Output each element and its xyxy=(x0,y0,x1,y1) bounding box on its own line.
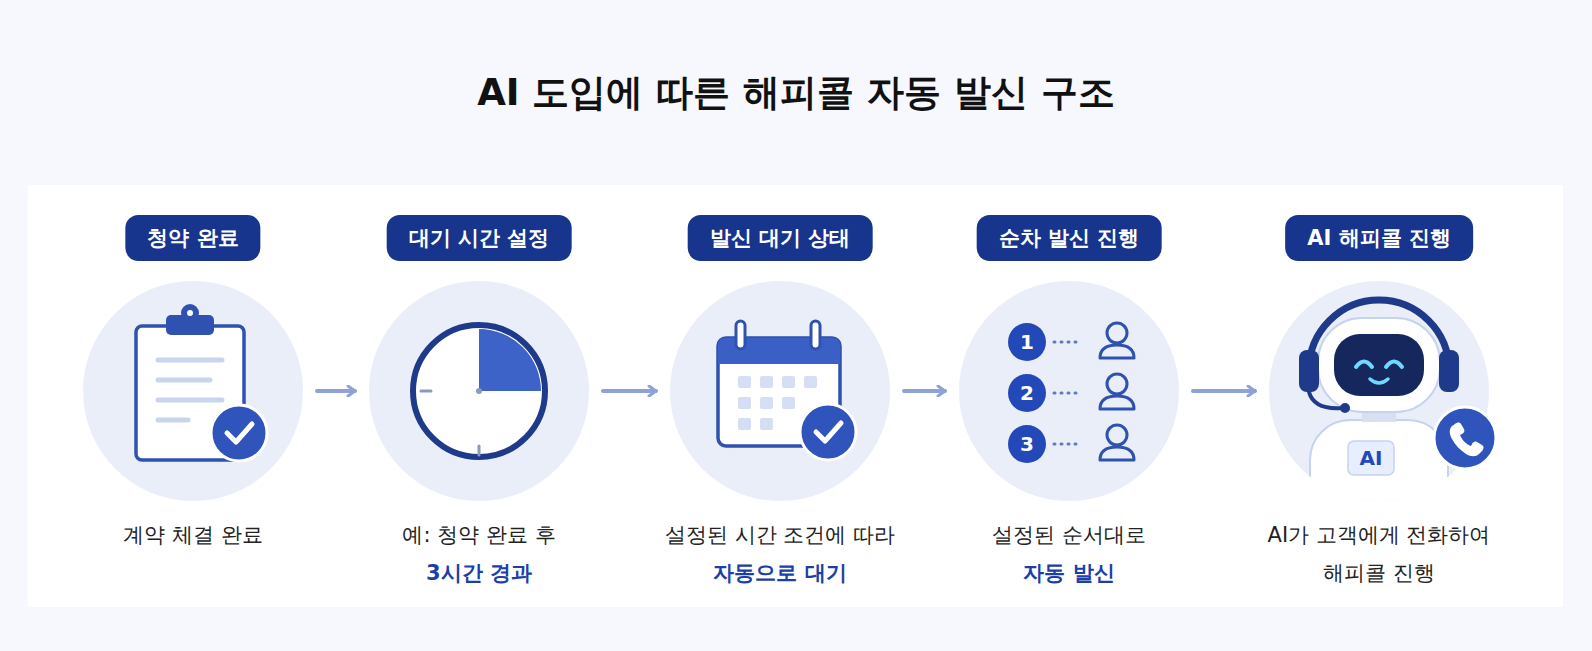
step-circle: 대기 시간 설정예: 청약 완료 후3시간 경과 xyxy=(369,281,589,501)
flow-arrow xyxy=(904,389,945,393)
step-heading: 대기 시간 설정 xyxy=(387,215,572,261)
step-circle: AI 해피콜 진행AI가 고객에게 전화하여 해피콜 진행 xyxy=(1269,281,1489,501)
flow-arrow xyxy=(1193,389,1255,393)
highlight-text: 자동 발신 xyxy=(909,554,1229,592)
step-description: AI가 고객에게 전화하여 해피콜 진행 xyxy=(1239,516,1519,592)
highlight-text: 3시간 경과 xyxy=(319,554,639,592)
step-circle: 청약 완료계약 체결 완료 xyxy=(83,281,303,501)
clock-icon xyxy=(413,325,545,457)
step-heading: AI 해피콜 진행 xyxy=(1285,215,1473,261)
step-circle: 발신 대기 상태설정된 시간 조건에 따라자동으로 대기 xyxy=(670,281,890,501)
step-circle: 순차 발신 진행설정된 순서대로자동 발신 xyxy=(959,281,1179,501)
step-heading: 청약 완료 xyxy=(125,215,260,261)
flow-arrow xyxy=(317,389,355,393)
robot-icon xyxy=(1299,300,1496,530)
step-description: 예: 청약 완료 후3시간 경과 xyxy=(319,516,639,592)
step-description: 설정된 시간 조건에 따라자동으로 대기 xyxy=(620,516,940,592)
description-text: 예: 청약 완료 후 xyxy=(319,516,639,554)
calendar-icon xyxy=(718,321,856,460)
step-description: 계약 체결 완료 xyxy=(33,516,353,554)
badge-text: AI xyxy=(1360,446,1383,470)
description-text: AI가 고객에게 전화하여 해피콜 진행 xyxy=(1239,516,1519,592)
clipboard-icon xyxy=(136,304,267,461)
queue-icon xyxy=(1008,323,1134,463)
diagram-title: AI 도입에 따른 해피콜 자동 발신 구조 xyxy=(0,66,1592,120)
description-text: 설정된 순서대로 xyxy=(909,516,1229,554)
callout-number: 3 xyxy=(1020,432,1034,456)
step-description: 설정된 순서대로자동 발신 xyxy=(909,516,1229,592)
description-text: 계약 체결 완료 xyxy=(33,516,353,554)
callout-number: 1 xyxy=(1020,330,1034,354)
step-heading: 발신 대기 상태 xyxy=(688,215,873,261)
step-heading: 순차 발신 진행 xyxy=(977,215,1162,261)
callout-number: 2 xyxy=(1020,381,1034,405)
highlight-text: 자동으로 대기 xyxy=(620,554,940,592)
description-text: 설정된 시간 조건에 따라 xyxy=(620,516,940,554)
flow-arrow xyxy=(603,389,656,393)
